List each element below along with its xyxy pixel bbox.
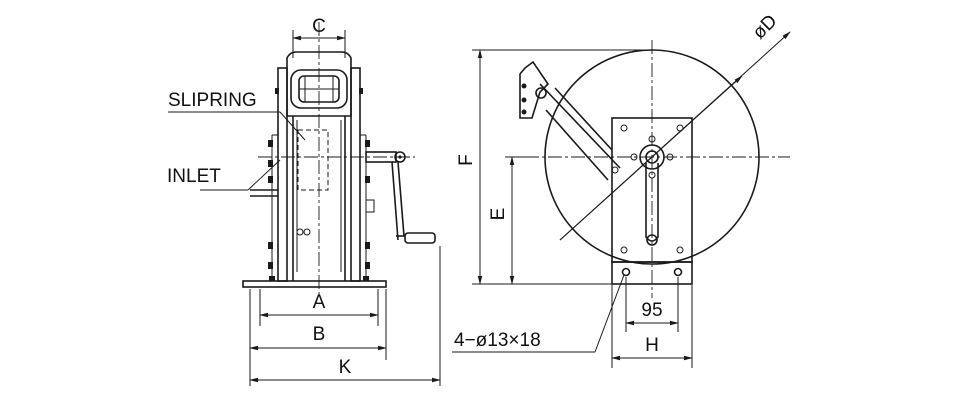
- frame-right-plate: [350, 67, 361, 282]
- side-view: [242, 22, 436, 296]
- dim-95: 95: [625, 277, 679, 332]
- label-slipring: SLIPRING: [168, 90, 257, 111]
- crank-shaft: [365, 151, 397, 163]
- label-e: E: [488, 208, 509, 221]
- label-b: B: [313, 324, 326, 345]
- label-h: H: [645, 335, 659, 356]
- leader-slipring: SLIPRING: [168, 90, 306, 141]
- label-95: 95: [641, 300, 662, 321]
- dim-abk: A B K: [249, 246, 441, 386]
- crank-handle-grip: [404, 232, 436, 244]
- label-a: A: [313, 292, 326, 313]
- label-f: F: [456, 154, 477, 166]
- dim-fe: F E: [456, 49, 652, 285]
- guide-arm-edge-1: [539, 83, 621, 169]
- guide-arm-edge-2: [554, 87, 613, 151]
- label-c: C: [312, 16, 326, 37]
- label-holes: 4−ø13×18: [454, 330, 541, 351]
- base-plate-front: [611, 261, 693, 285]
- dim-h: H: [611, 285, 693, 368]
- leader-holes: 4−ø13×18: [452, 274, 625, 353]
- slipring-hidden: [297, 129, 329, 191]
- label-k: K: [339, 357, 352, 378]
- roller-bracket: [519, 60, 550, 119]
- label-d: øD: [749, 11, 782, 44]
- front-view: [519, 40, 790, 298]
- frame-left-plate: [277, 67, 288, 282]
- leader-inlet: INLET: [167, 159, 281, 191]
- dim-d: øD: [559, 11, 791, 241]
- dim-c: C: [292, 16, 346, 58]
- base-plate: [242, 280, 387, 288]
- crank-arm-slot: [645, 163, 659, 242]
- label-inlet: INLET: [167, 166, 221, 187]
- hub: [639, 144, 665, 170]
- crank-arm: [391, 161, 399, 241]
